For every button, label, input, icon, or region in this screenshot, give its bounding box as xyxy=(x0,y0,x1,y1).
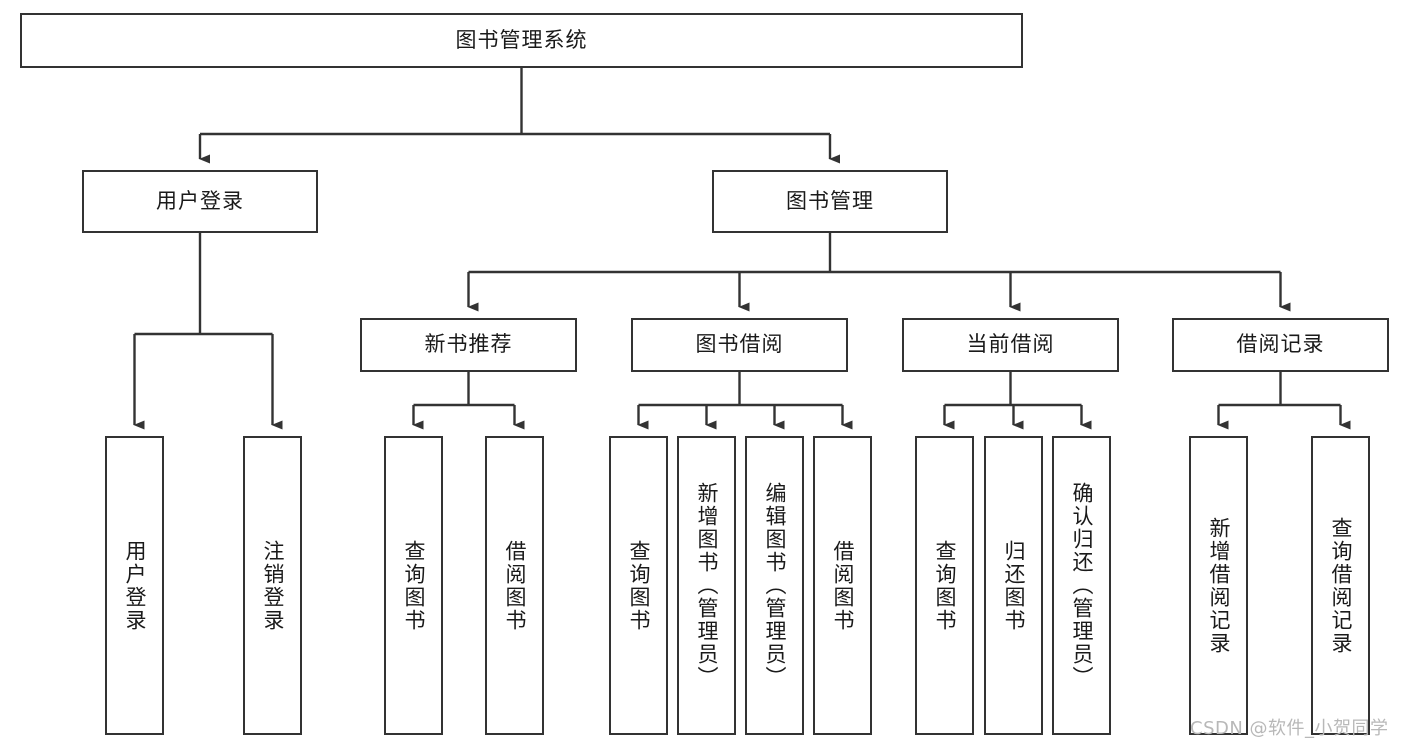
node-label: 查询借阅记录 xyxy=(1328,516,1353,655)
node-label: 确认归还（管理员） xyxy=(1069,482,1094,689)
level1-node-user-login: 用户登录 xyxy=(82,170,318,233)
leaf-node-leaf-query-book-1: 查询图书 xyxy=(384,436,443,735)
node-label: 新增图书（管理员） xyxy=(694,482,719,689)
leaf-node-leaf-query-record: 查询借阅记录 xyxy=(1311,436,1370,735)
level1-node-book-manage: 图书管理 xyxy=(712,170,948,233)
level2-node-current-borrow: 当前借阅 xyxy=(902,318,1119,372)
node-label: 归还图书 xyxy=(1001,539,1026,632)
leaf-node-leaf-query-book-3: 查询图书 xyxy=(915,436,974,735)
node-label: 用户登录 xyxy=(122,539,147,632)
node-label: 编辑图书（管理员） xyxy=(762,482,787,689)
leaf-node-leaf-user-login: 用户登录 xyxy=(105,436,164,735)
node-label: 查询图书 xyxy=(932,539,957,632)
leaf-node-leaf-add-book: 新增图书（管理员） xyxy=(677,436,736,735)
level2-node-borrow-record: 借阅记录 xyxy=(1172,318,1389,372)
node-label: 注销登录 xyxy=(260,539,285,632)
csdn-watermark: CSDN @软件_小贺同学 xyxy=(1190,718,1389,739)
node-label: 借阅图书 xyxy=(502,539,527,632)
node-label: 查询图书 xyxy=(626,539,651,632)
node-label: 借阅图书 xyxy=(830,539,855,632)
leaf-node-leaf-edit-book: 编辑图书（管理员） xyxy=(745,436,804,735)
leaf-node-leaf-user-logout: 注销登录 xyxy=(243,436,302,735)
leaf-node-leaf-query-book-2: 查询图书 xyxy=(609,436,668,735)
root-node-book-management-system: 图书管理系统 xyxy=(20,13,1023,68)
leaf-node-leaf-borrow-book-1: 借阅图书 xyxy=(485,436,544,735)
level2-node-new-book-recommend: 新书推荐 xyxy=(360,318,577,372)
node-label: 查询图书 xyxy=(401,539,426,632)
leaf-node-leaf-confirm-return: 确认归还（管理员） xyxy=(1052,436,1111,735)
leaf-node-leaf-add-record: 新增借阅记录 xyxy=(1189,436,1248,735)
node-label: 新增借阅记录 xyxy=(1206,516,1231,655)
level2-node-book-borrow: 图书借阅 xyxy=(631,318,848,372)
leaf-node-leaf-borrow-book-2: 借阅图书 xyxy=(813,436,872,735)
leaf-node-leaf-return-book: 归还图书 xyxy=(984,436,1043,735)
